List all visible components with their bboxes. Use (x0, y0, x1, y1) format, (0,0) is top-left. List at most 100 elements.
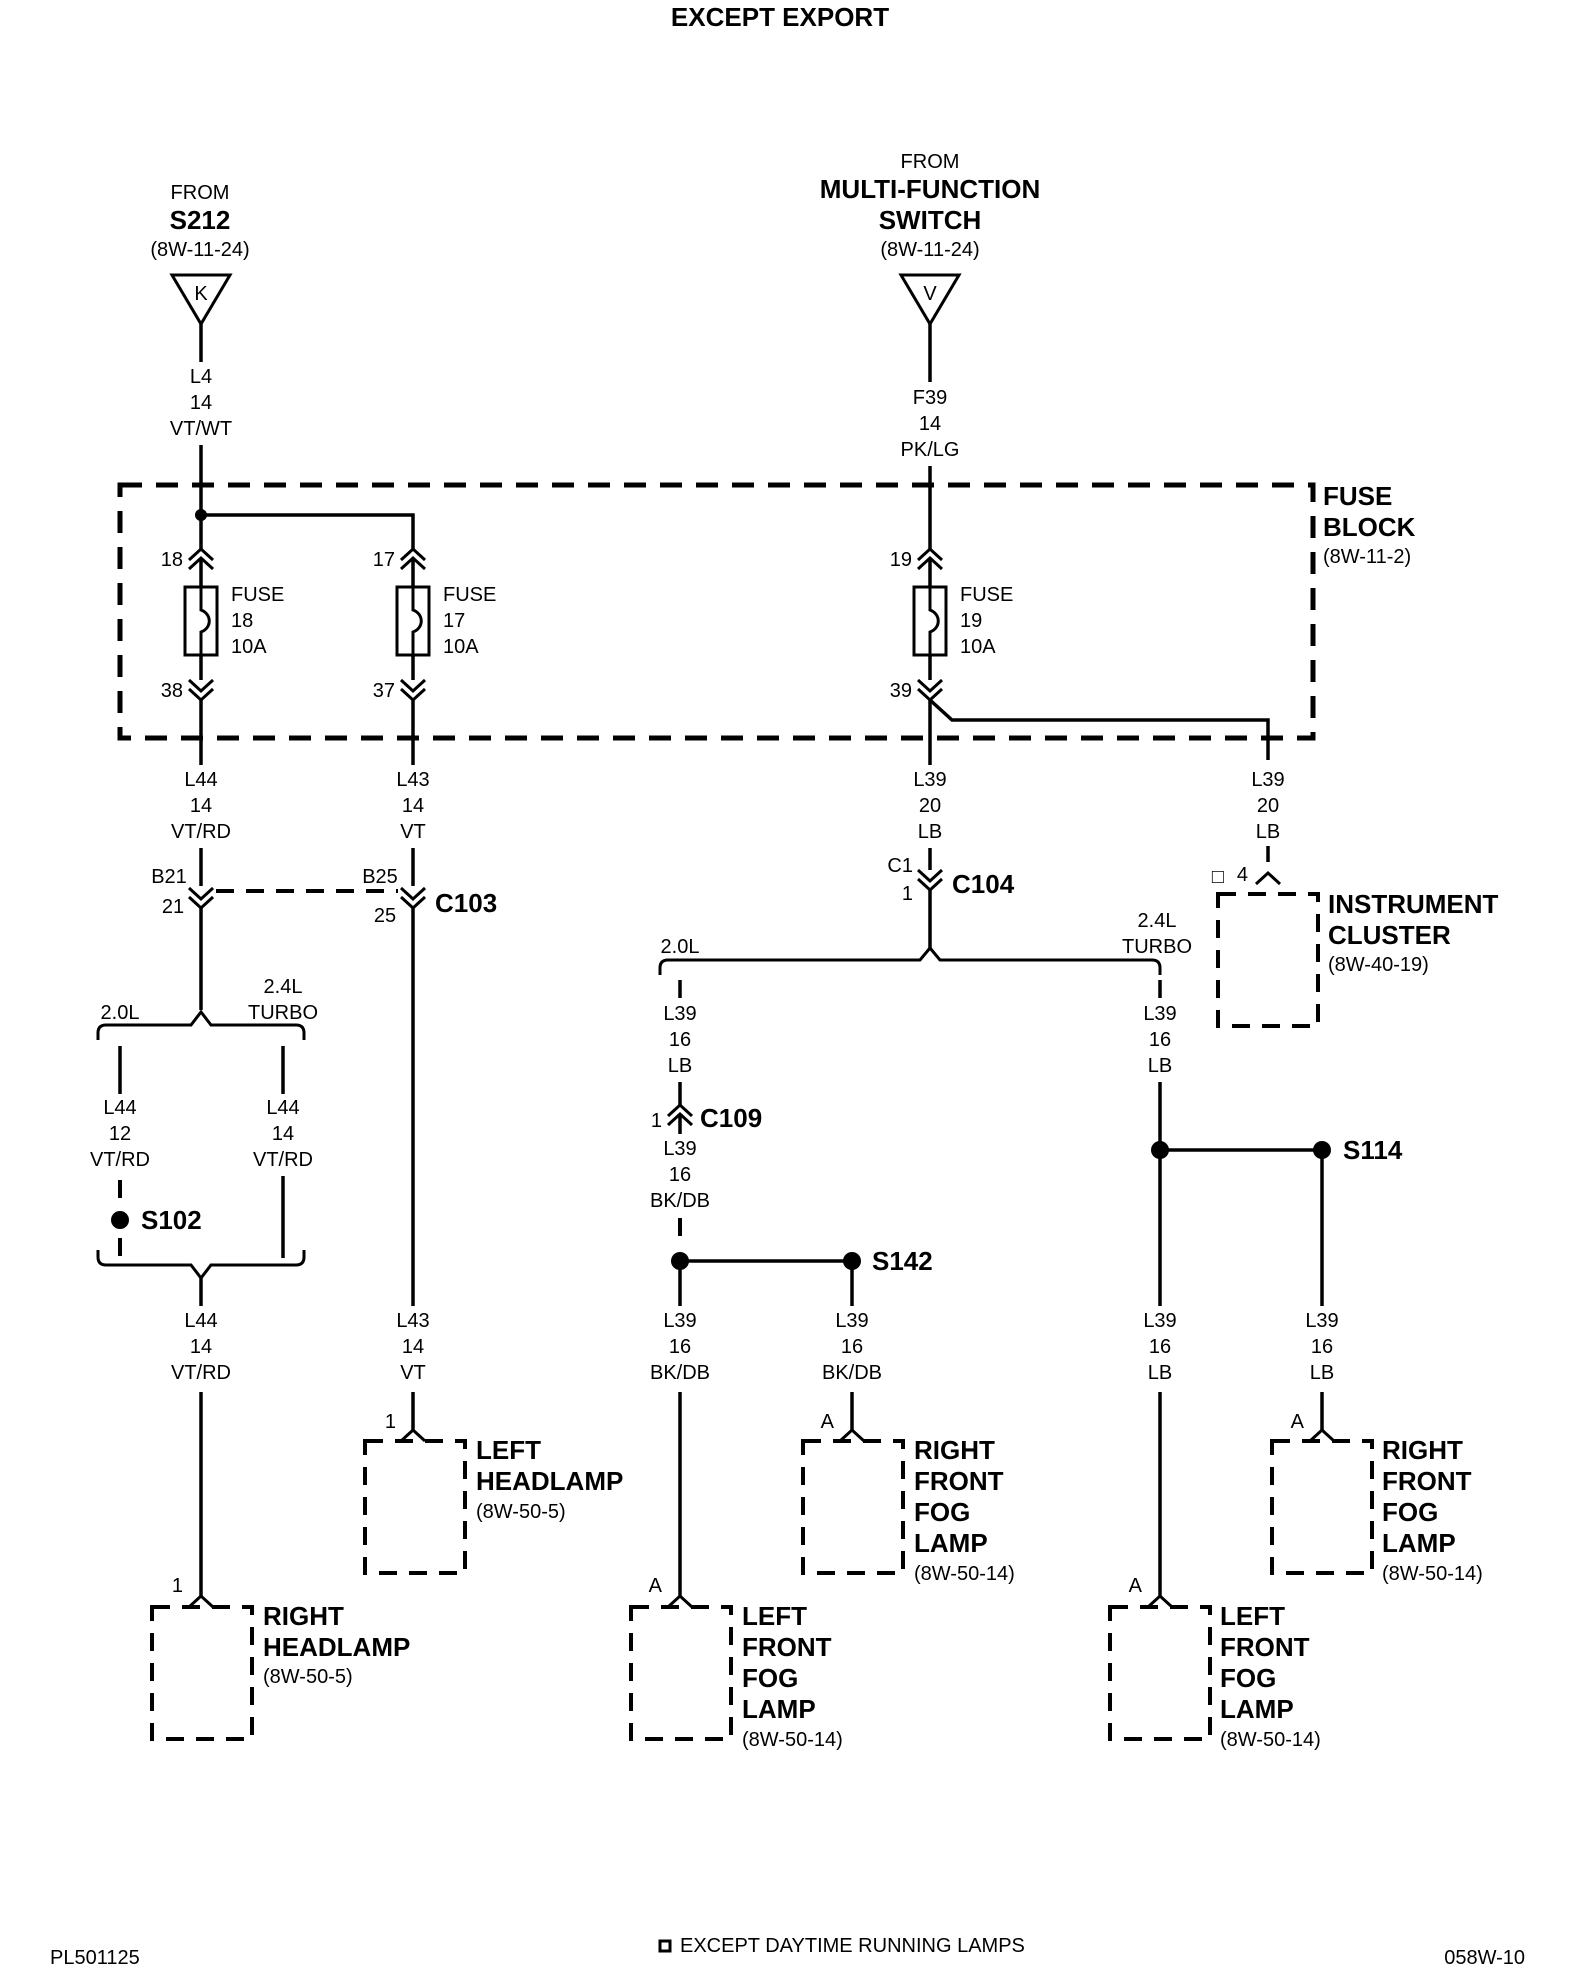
wire-gauge: 20 (1257, 795, 1279, 817)
footer-note: EXCEPT DAYTIME RUNNING LAMPS (680, 1935, 1025, 1957)
component-left-front-fog-lamp: A LEFT FRONT FOG LAMP (8W-50-14) (1108, 1575, 1321, 1751)
source-multi-function-switch: FROM MULTI-FUNCTION SWITCH (8W-11-24) V (820, 151, 1040, 327)
fuse-block-ref: (8W-11-2) (1323, 546, 1411, 568)
component-pin: A (1291, 1411, 1305, 1433)
component-name: LAMP (914, 1528, 988, 1558)
source-ref: (8W-11-24) (880, 239, 979, 261)
connector-pin: 25 (374, 905, 396, 927)
diagram-title: EXCEPT EXPORT (671, 2, 889, 32)
component-name: CLUSTER (1328, 920, 1451, 950)
circuit-id: L39 (1251, 769, 1284, 791)
component-outline (801, 1439, 905, 1575)
wire-label-l4: L4 14 VT/WT (170, 366, 232, 440)
fuse-number: 17 (443, 610, 465, 632)
wire-color: LB (918, 821, 942, 843)
connector-c103: B21 21 B25 25 C103 (151, 848, 497, 927)
component-outline (1108, 1605, 1212, 1741)
circuit-id: F39 (913, 387, 947, 409)
wire-label-l43: L43 14 VT (396, 1310, 429, 1384)
option-label: 2.4L (264, 976, 303, 998)
component-name: RIGHT (1382, 1435, 1463, 1465)
component-ref: (8W-40-19) (1328, 954, 1429, 976)
fuse-block-title-line1: FUSE (1323, 481, 1392, 511)
wire-gauge: 20 (919, 795, 941, 817)
wire-segment (928, 698, 1270, 760)
wire-label-l44: L44 14 VT/RD (171, 1310, 231, 1384)
wire-label-l39: L39 16 LB (1143, 1003, 1176, 1077)
component-right-front-fog-lamp: A RIGHT FRONT FOG LAMP (8W-50-14) (801, 1411, 1015, 1585)
component-left-front-fog-lamp: A LEFT FRONT FOG LAMP (8W-50-14) (629, 1575, 843, 1751)
component-left-headlamp: 1 LEFT HEADLAMP (8W-50-5) (363, 1411, 623, 1575)
wire-color: BK/DB (650, 1190, 710, 1212)
wire-color: LB (1256, 821, 1280, 843)
footer-figure-id: PL501125 (50, 1947, 140, 1969)
circuit-id: L44 (103, 1097, 136, 1119)
component-instrument-cluster: □ 4 INSTRUMENT CLUSTER (8W-40-19) (1212, 864, 1499, 1028)
fuse-label: FUSE (231, 584, 284, 606)
component-outline (150, 1605, 254, 1741)
circuit-id: L4 (190, 366, 212, 388)
component-name: INSTRUMENT (1328, 889, 1499, 919)
wire-color: VT/WT (170, 418, 232, 440)
component-name: FOG (1220, 1663, 1276, 1693)
component-ref: (8W-50-14) (1382, 1563, 1483, 1585)
source-arrow-icon (898, 273, 962, 327)
circuit-id: L39 (663, 1310, 696, 1332)
circuit-id: L39 (1143, 1310, 1176, 1332)
circuit-id: L39 (1305, 1310, 1338, 1332)
wire-gauge: 14 (919, 413, 941, 435)
component-name: FOG (914, 1497, 970, 1527)
wire-color: VT/RD (171, 821, 231, 843)
component-right-headlamp: 1 RIGHT HEADLAMP (8W-50-5) (150, 1575, 410, 1741)
wire-label-l43: L43 14 VT (396, 769, 429, 843)
component-name: HEADLAMP (263, 1632, 410, 1662)
connector-icon (187, 886, 215, 911)
wire-color: VT/RD (253, 1149, 313, 1171)
connector-name: C109 (700, 1103, 762, 1133)
wire-label-l39: L39 16 LB (1143, 1310, 1176, 1384)
fuse-in-pin: 18 (161, 549, 183, 571)
wire-gauge: 14 (190, 795, 212, 817)
connector-icon (1254, 870, 1282, 886)
wire-color: BK/DB (650, 1362, 710, 1384)
connector-pin: C1 (887, 855, 913, 877)
option-brace (96, 1009, 306, 1040)
connector-pin: 1 (902, 883, 913, 905)
fuse-in-pin: 19 (890, 549, 912, 571)
wire-color: LB (1148, 1055, 1172, 1077)
drl-note-marker-icon (658, 1939, 672, 1953)
drl-note-marker: □ (1212, 866, 1224, 888)
circuit-id: L39 (663, 1138, 696, 1160)
fuse-number: 18 (231, 610, 253, 632)
source-pin: V (923, 283, 937, 305)
wire-label-l39: L39 20 LB (1251, 769, 1284, 843)
wire-color: BK/DB (822, 1362, 882, 1384)
source-s212: FROM S212 (8W-11-24) K (150, 182, 250, 327)
component-ref: (8W-50-5) (476, 1501, 566, 1523)
circuit-id: L44 (266, 1097, 299, 1119)
component-name: FOG (742, 1663, 798, 1693)
circuit-id: L44 (184, 769, 217, 791)
connector-icon (399, 886, 427, 911)
wire-label-l39: L39 16 BK/DB (822, 1310, 882, 1384)
component-name: FRONT (914, 1466, 1004, 1496)
connector-icon (187, 1593, 215, 1609)
connector-pin: B21 (151, 866, 187, 888)
fuse-rating: 10A (231, 636, 267, 658)
connector-name: C103 (435, 888, 497, 918)
connector-c104: C1 1 C104 (887, 855, 1014, 905)
circuit-id: L43 (396, 1310, 429, 1332)
fuse-in-pin: 17 (373, 549, 395, 571)
component-name: FRONT (1382, 1466, 1472, 1496)
wire-color: VT (400, 821, 426, 843)
circuit-id: L39 (835, 1310, 868, 1332)
component-pin: 1 (385, 1411, 396, 1433)
source-arrow-icon (169, 273, 233, 327)
wire-label-f39: F39 14 PK/LG (901, 387, 960, 461)
circuit-id: L43 (396, 769, 429, 791)
connector-icon (916, 678, 944, 703)
fuse-element-icon (411, 587, 423, 655)
wire-label-l39: L39 16 LB (663, 1003, 696, 1077)
wire-gauge: 14 (272, 1123, 294, 1145)
